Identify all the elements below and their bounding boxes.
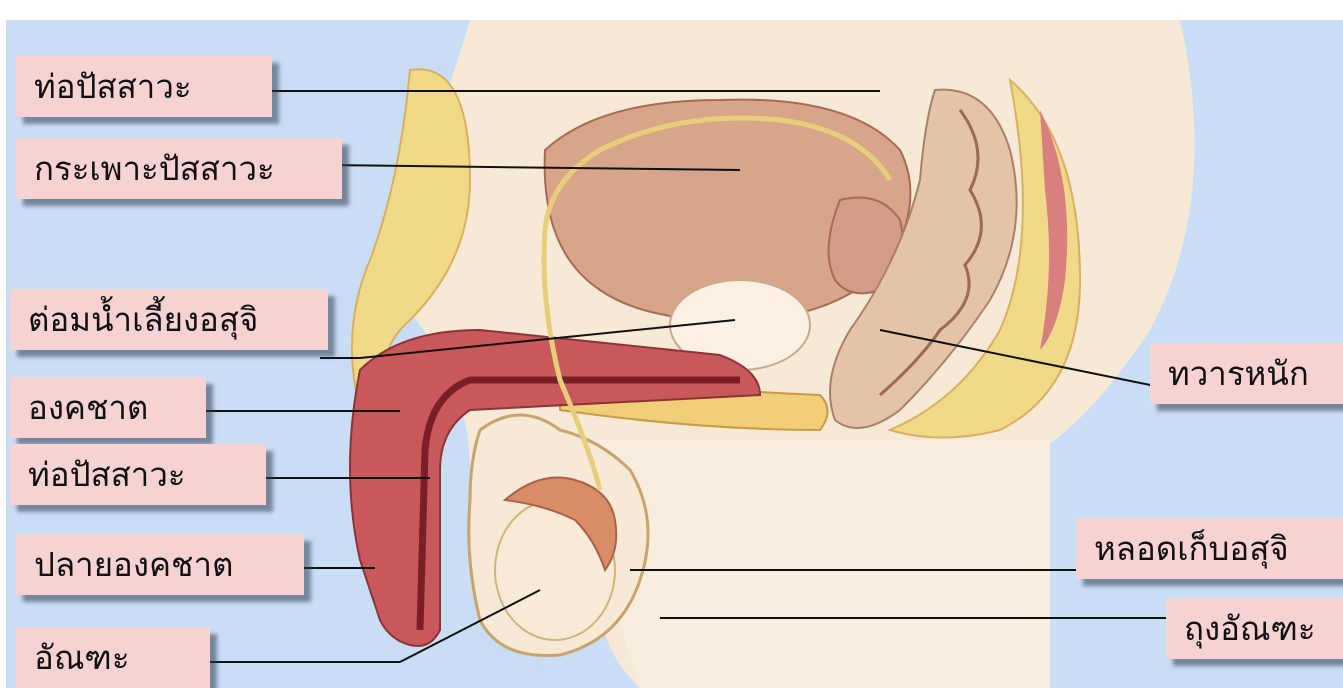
label-urethra-top: ท่อปัสสาวะ [16,56,272,117]
label-glans: ปลายองคชาต [16,534,304,595]
label-testis: อัณฑะ [16,627,210,688]
label-bladder: กระเพาะปัสสาวะ [16,138,342,199]
thigh [600,440,1050,688]
label-urethra-lower: ท่อปัสสาวะ [10,444,266,505]
label-rectum: ทวารหนัก [1150,343,1343,404]
label-scrotum: ถุงอัณฑะ [1166,598,1343,659]
label-penis: องคชาต [10,377,206,438]
label-epididymis: หลอดเก็บอสุจิ [1076,518,1343,579]
label-seminal-vesicle: ต่อมน้ำเลี้ยงอสุจิ [10,289,328,350]
